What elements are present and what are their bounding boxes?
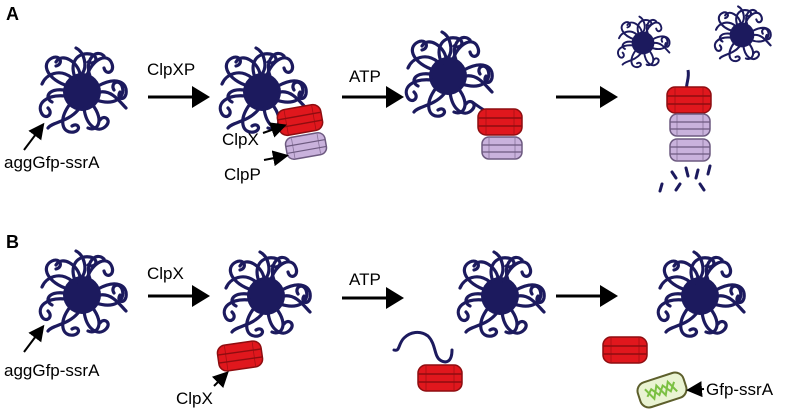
aggregate-fragment-icon (713, 5, 772, 63)
panel-b-clpx-label: ClpX (176, 389, 213, 408)
clpp-ring-icon (481, 136, 523, 160)
clpx-ring-icon (275, 102, 325, 138)
process-arrow-icon (340, 285, 406, 311)
panel-a-step1-label: ClpXP (147, 60, 195, 79)
aggregate-icon (222, 250, 312, 338)
gfp-barrel-icon (636, 371, 688, 409)
clpx-ring-icon (417, 364, 463, 392)
clpx-pointer (262, 122, 287, 138)
panel-b-step1-label: ClpX (147, 264, 184, 283)
aggregate-icon (656, 250, 746, 338)
panel-a-step2-label: ATP (349, 67, 381, 86)
aggregate-icon (38, 249, 128, 337)
peptide-fragments (658, 164, 712, 193)
clpp-pointer (263, 150, 289, 167)
clpp-ring-icon (669, 113, 711, 137)
clpx-ring-icon (666, 86, 712, 114)
substrate-pointer (23, 122, 45, 151)
clpx-ring-icon (477, 108, 523, 136)
substrate-pointer (23, 324, 45, 353)
panel-a-letter: A (6, 4, 19, 24)
process-arrow-icon (554, 283, 620, 309)
panel-a-clpx-label: ClpX (222, 130, 259, 149)
clpp-ring-icon (669, 138, 711, 162)
clpx-ring-icon (215, 339, 265, 373)
clpx-ring-icon (602, 336, 648, 364)
panel-b-product-label: Gfp-ssrA (706, 380, 774, 399)
process-arrow-icon (146, 283, 212, 309)
panel-a-substrate-label: aggGfp-ssrA (4, 153, 100, 172)
aggregate-fragment-icon (617, 15, 671, 69)
process-arrow-icon (146, 84, 212, 110)
aggregate-icon (38, 46, 128, 134)
clpx-pointer (211, 371, 229, 389)
unfolded-chain (392, 330, 454, 364)
aggregate-icon (456, 250, 546, 338)
process-arrow-icon (340, 84, 406, 110)
process-arrow-icon (554, 84, 620, 110)
panel-a-clpp-label: ClpP (224, 165, 261, 184)
product-pointer (686, 381, 705, 398)
aggregate-icon (404, 30, 494, 118)
panel-b-step2-label: ATP (349, 270, 381, 289)
panel-b-substrate-label: aggGfp-ssrA (4, 361, 100, 380)
clpp-ring-icon (283, 130, 329, 162)
panel-b-letter: B (6, 232, 19, 252)
